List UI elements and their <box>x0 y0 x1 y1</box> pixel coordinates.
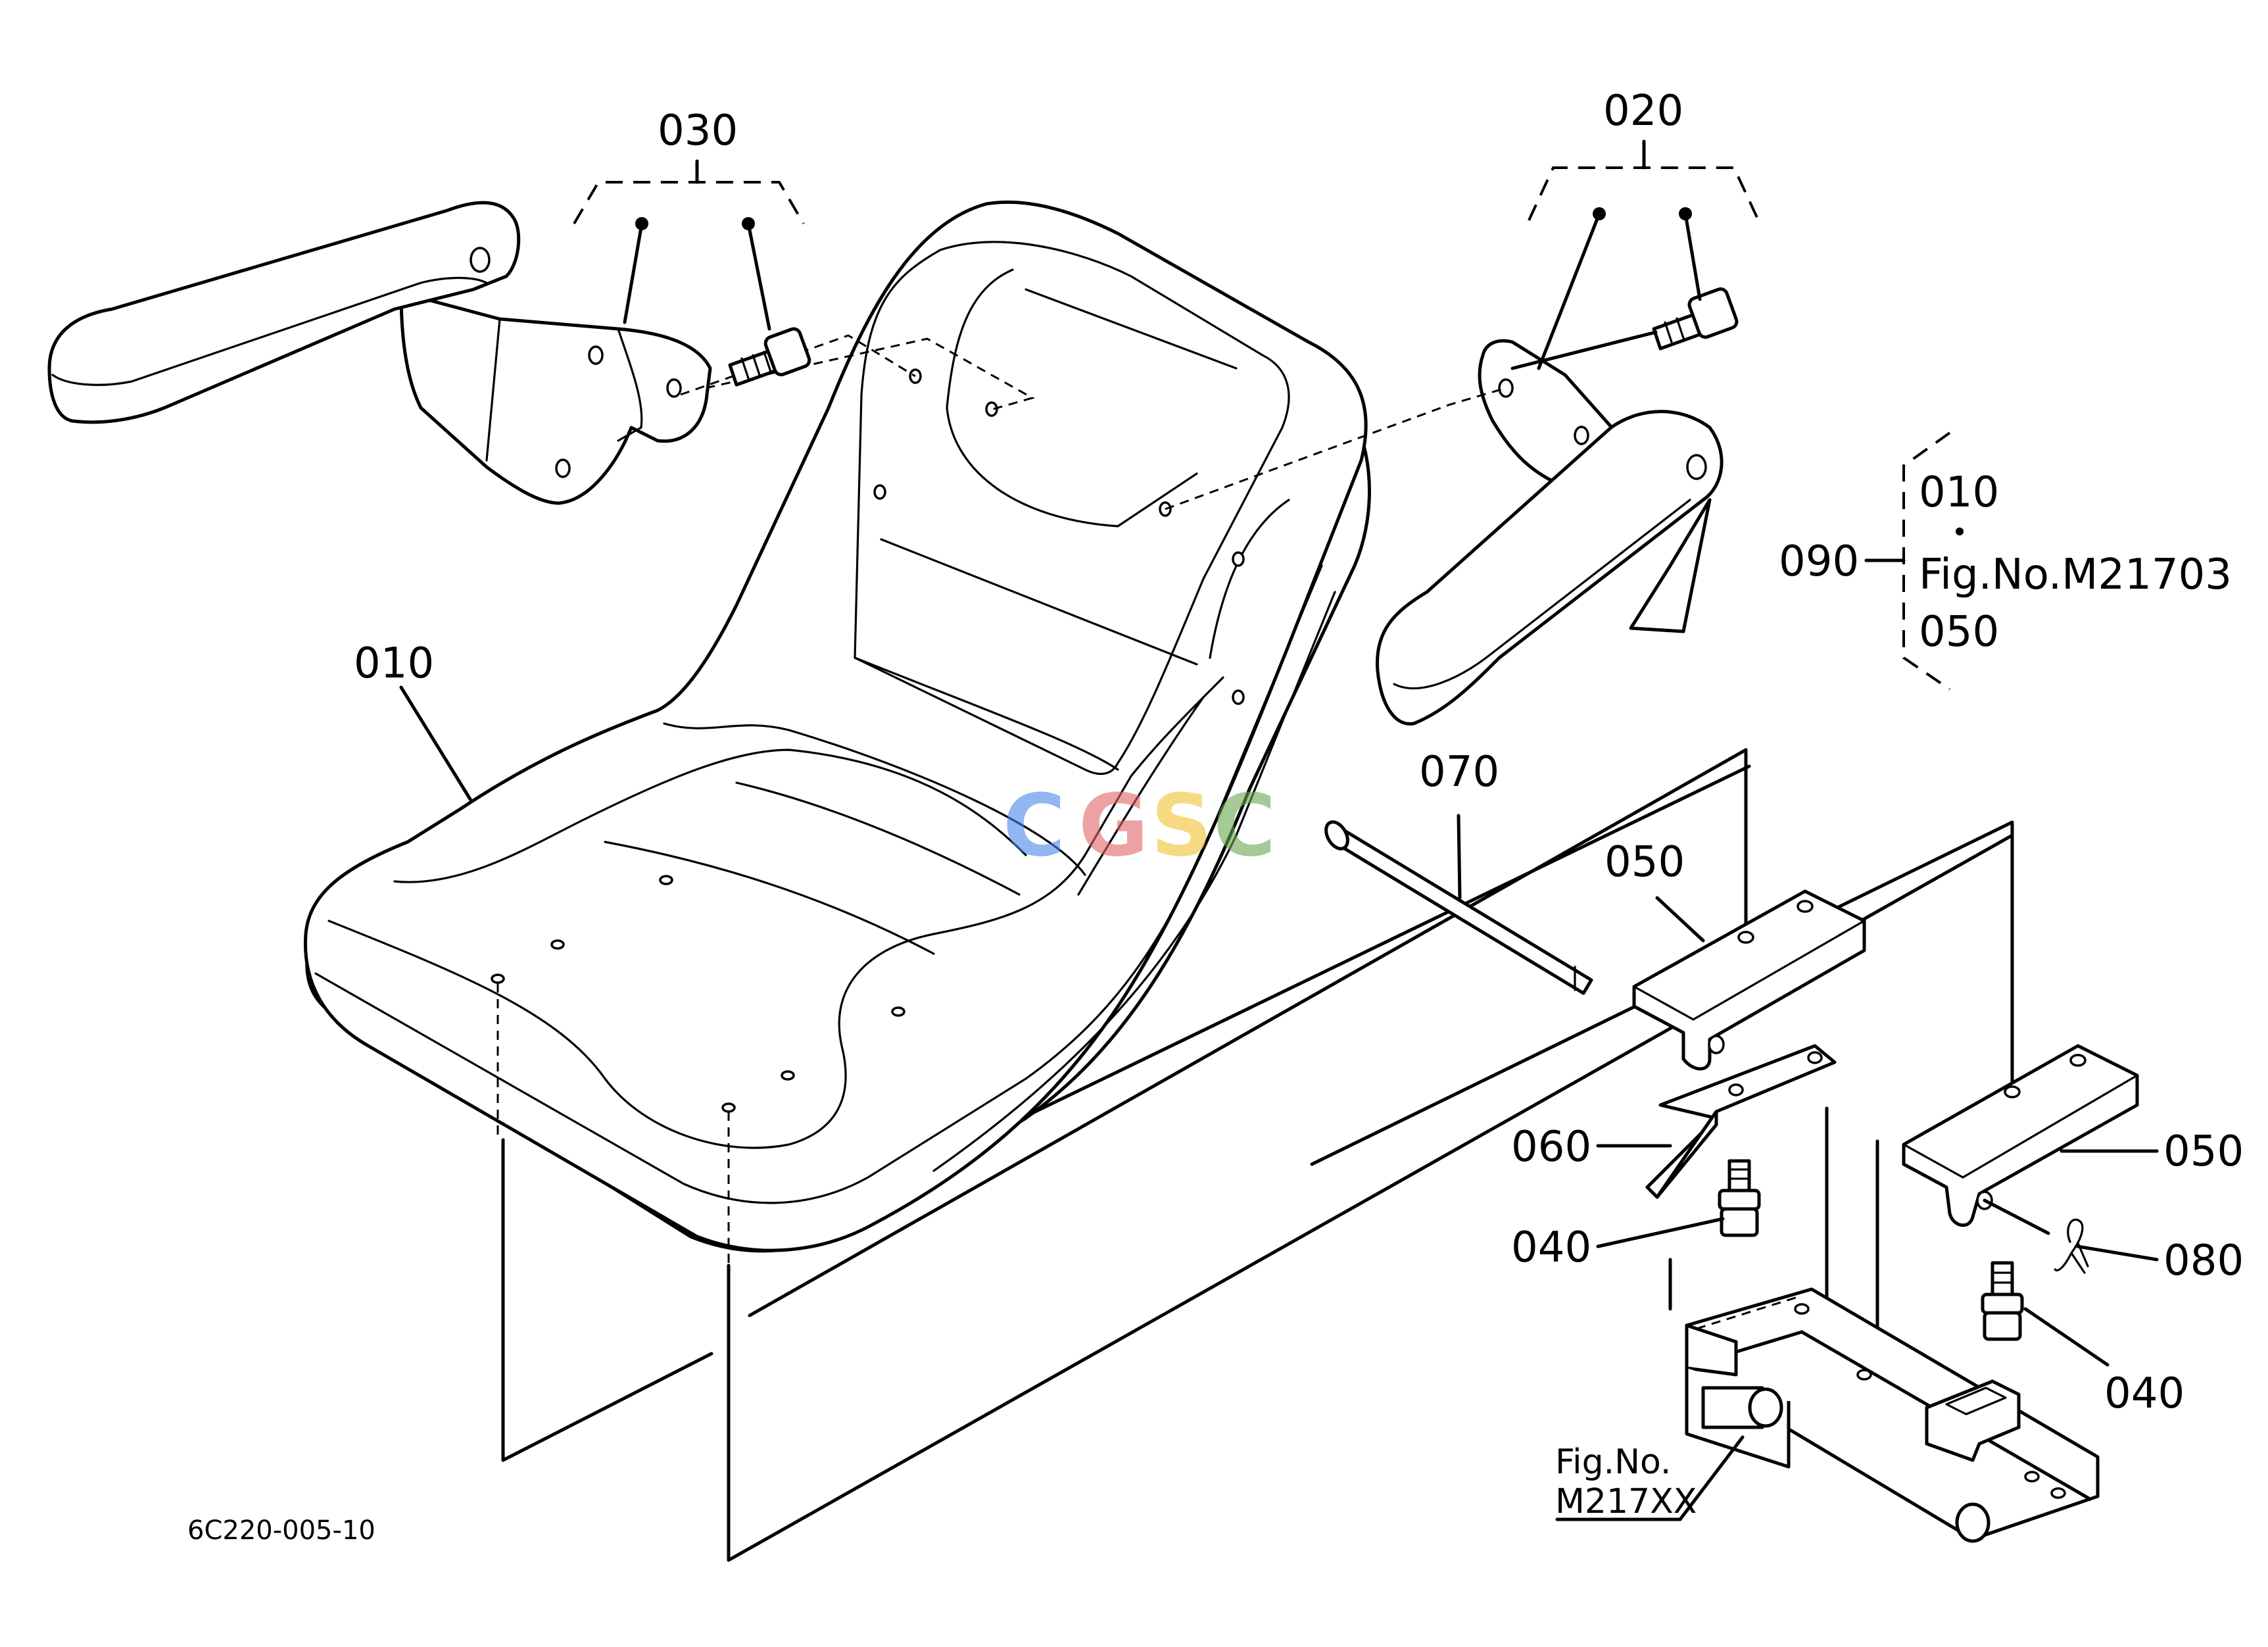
bolt-020 <box>1652 287 1739 351</box>
seat <box>303 200 1371 1266</box>
label-040-right: 040 <box>2104 1369 2184 1418</box>
rail-hidden-edge <box>1696 1294 1802 1330</box>
bracket-050-upper <box>1632 889 1866 1071</box>
label-020: 020 <box>1603 87 1683 135</box>
left-armrest <box>47 201 712 505</box>
group090-line3: 050 <box>1919 608 1999 656</box>
label-060: 060 <box>1511 1123 1591 1171</box>
watermark-letter-2: G <box>1078 775 1149 875</box>
label-040-left: 040 <box>1511 1223 1591 1272</box>
group090-line1: 010 <box>1919 468 1999 517</box>
watermark-letter-4: C <box>1213 775 1276 875</box>
plate-060 <box>1645 1044 1837 1199</box>
label-080: 080 <box>2163 1237 2244 1285</box>
watermark-letter-3: S <box>1151 775 1213 875</box>
bolt-030 <box>728 327 811 387</box>
label-050-upper: 050 <box>1604 838 1685 887</box>
seat-holes <box>491 368 1245 1113</box>
part-labels: 030 020 010 070 050 050 060 040 080 040 … <box>187 87 2244 1546</box>
bolt-040-right <box>1981 1261 2024 1341</box>
bolt-040-left <box>1718 1159 1761 1237</box>
watermark-logo: C G S C <box>1003 775 1276 875</box>
right-armrest-pad <box>1375 410 1724 725</box>
label-090: 090 <box>1779 537 1859 586</box>
leaders <box>399 139 2159 1521</box>
group090-line2: Fig.No.M21703 <box>1919 551 2232 599</box>
right-armrest <box>1375 339 1724 725</box>
label-030: 030 <box>658 107 738 155</box>
seat-cushion <box>303 200 1368 1252</box>
pin-070 <box>1324 820 1593 995</box>
seat-rail-assembly <box>1685 1287 2100 1543</box>
bracket-050-lower <box>1902 1044 2139 1227</box>
seat-back-panel <box>854 241 1290 775</box>
label-010: 010 <box>354 639 434 688</box>
label-070: 070 <box>1419 748 1499 797</box>
figref-line2: M217XX <box>1555 1482 1697 1521</box>
diagram-code: 6C220-005-10 <box>187 1515 375 1546</box>
figref-line1: Fig.No. <box>1555 1442 1671 1482</box>
left-armrest-pad <box>47 201 521 424</box>
watermark-letter-1: C <box>1003 775 1065 875</box>
label-050-lower: 050 <box>2163 1127 2244 1176</box>
